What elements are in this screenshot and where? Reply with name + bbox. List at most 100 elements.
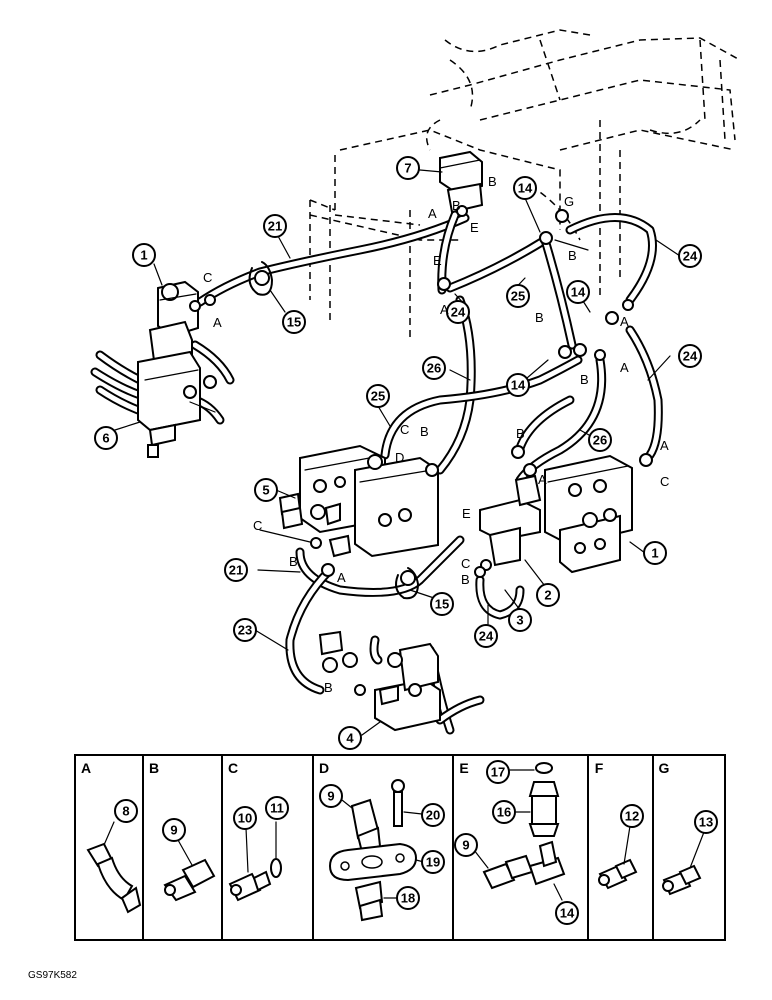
svg-text:A: A [538,472,547,487]
callout: 24 [446,300,470,324]
svg-text:B: B [289,554,298,569]
svg-text:A: A [428,206,437,221]
detail-table: A B C D E F G 8 9 [74,754,726,941]
svg-text:24: 24 [683,349,698,364]
callout: 7 [396,156,420,180]
callout: 26 [588,428,612,452]
tee-14 [528,840,566,901]
machine-frame-outline [309,29,741,340]
svg-text:C: C [203,270,212,285]
svg-text:1: 1 [651,546,658,561]
svg-text:14: 14 [560,906,575,921]
valve-2-6-assembly [137,280,217,458]
svg-text:16: 16 [497,805,511,820]
svg-text:2: 2 [544,588,551,603]
panel-letter: E [459,760,468,776]
fitting-elbow-8 [86,821,142,914]
svg-text:4: 4 [346,731,354,746]
svg-text:E: E [470,220,479,235]
svg-text:1: 1 [140,248,147,263]
svg-text:B: B [568,248,577,263]
callout: 25 [366,384,390,408]
svg-text:25: 25 [511,289,525,304]
svg-text:13: 13 [699,815,713,830]
callout: 23 [233,618,257,642]
svg-text:9: 9 [327,789,334,804]
callout: 24 [678,244,702,268]
svg-text:11: 11 [270,801,284,816]
callout: 24 [678,344,702,368]
panel-letter: B [149,760,159,776]
svg-text:C: C [461,556,470,571]
valve-7-solenoid [439,150,484,217]
svg-text:7: 7 [404,161,411,176]
svg-text:9: 9 [170,823,177,838]
svg-text:5: 5 [262,483,269,498]
callout-layer: 1 7 6 21 15 14 25 24 24 14 14 24 26 25 2… [94,156,702,750]
port-letters: C A B A B E G B E A A B A B A B C B D A … [203,174,669,695]
callout: 15 [430,592,454,616]
adapter-18 [354,880,399,922]
panel-letter: G [659,760,670,776]
callout: 21 [263,214,287,238]
svg-text:14: 14 [518,181,533,196]
svg-text:10: 10 [238,811,252,826]
svg-text:A: A [337,570,346,585]
svg-text:24: 24 [683,249,698,264]
hose-network [90,210,663,735]
svg-text:E: E [433,253,442,268]
svg-text:21: 21 [229,563,243,578]
svg-text:24: 24 [451,305,466,320]
svg-text:20: 20 [426,808,440,823]
panel-letter: D [319,760,329,776]
svg-text:15: 15 [287,315,301,330]
svg-text:A: A [620,314,629,329]
svg-text:B: B [461,572,470,587]
svg-text:6: 6 [102,431,109,446]
svg-text:26: 26 [427,361,441,376]
fitting-adapter-10 [228,827,272,902]
svg-text:14: 14 [511,378,526,393]
valve-bank-1 [544,454,633,574]
svg-text:A: A [440,302,449,317]
panel-letter: F [595,760,604,776]
svg-text:9: 9 [462,838,469,853]
svg-text:26: 26 [593,433,607,448]
svg-text:B: B [324,680,333,695]
callout: 25 [506,284,530,308]
o-ring-17 [509,762,553,774]
callout: 14 [566,280,590,304]
callout: 14 [513,176,537,200]
callout: 2 [536,583,560,607]
svg-text:B: B [580,372,589,387]
adapter-13 [662,831,705,896]
svg-text:21: 21 [268,219,282,234]
svg-text:18: 18 [401,891,415,906]
svg-text:C: C [660,474,669,489]
callout: 4 [338,726,362,750]
svg-text:12: 12 [625,809,639,824]
flange-19 [328,842,425,882]
callout: 21 [224,558,248,582]
panel-letter: A [81,760,91,776]
hose-clamps [248,261,419,600]
bolt-20 [391,779,423,827]
svg-text:19: 19 [426,855,440,870]
svg-text:B: B [420,424,429,439]
callout: 1 [132,243,156,267]
svg-text:C: C [400,422,409,437]
svg-text:D: D [395,450,404,465]
panel-letter: C [228,760,238,776]
svg-text:B: B [488,174,497,189]
manifold-block-4 [318,630,441,732]
svg-text:G: G [564,194,574,209]
callout: 5 [254,478,278,502]
svg-text:23: 23 [238,623,252,638]
svg-text:3: 3 [516,613,523,628]
callout: 26 [422,356,446,380]
svg-text:15: 15 [435,597,449,612]
callout: 6 [94,426,118,450]
fitting-nut-9 [341,798,382,854]
svg-text:25: 25 [371,389,385,404]
